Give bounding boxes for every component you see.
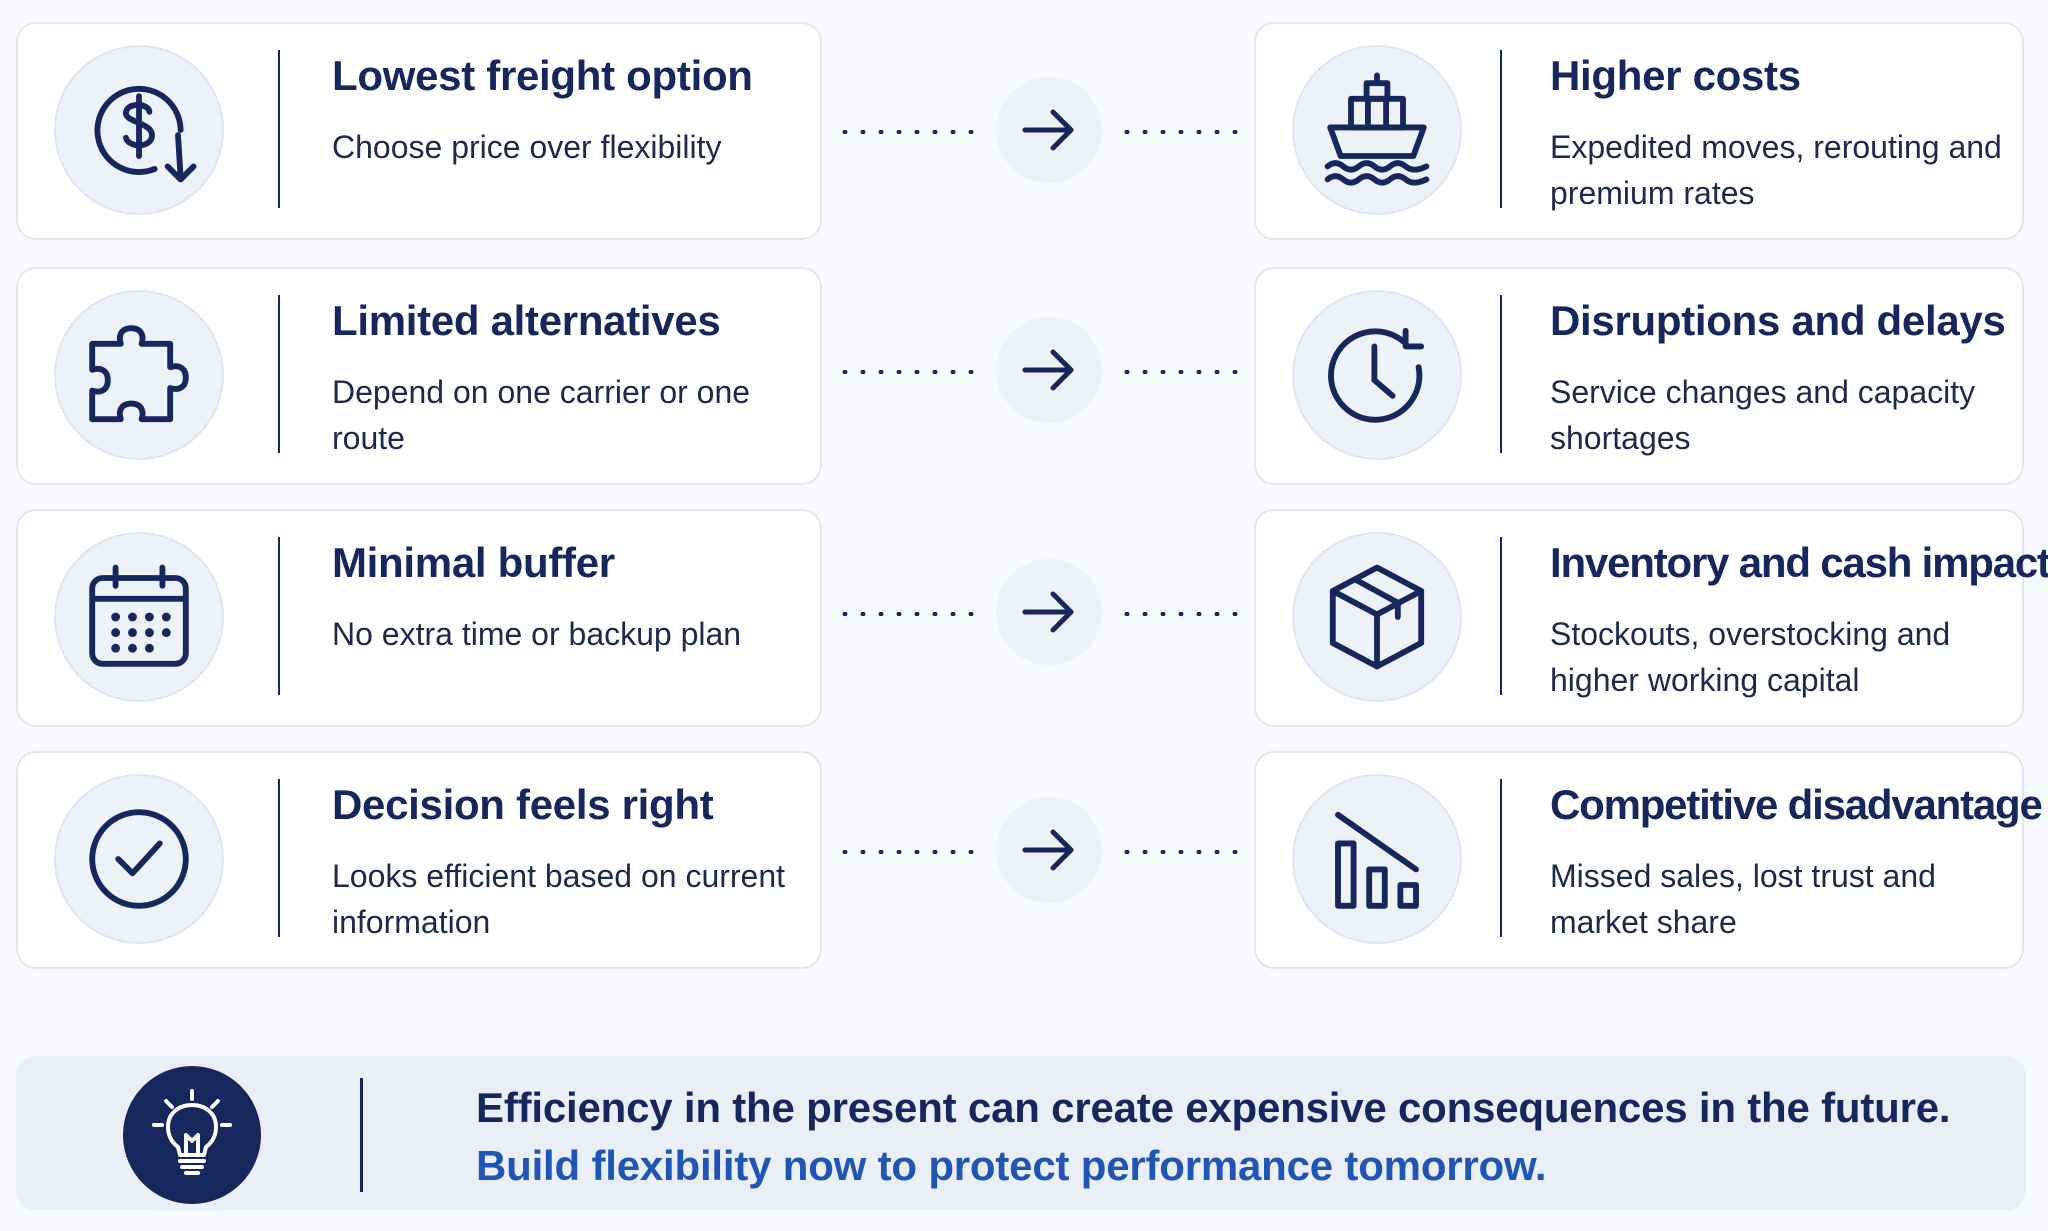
card-divider [278, 50, 280, 208]
effect-card-3: Inventory and cash impact Stockouts, ove… [1254, 509, 2048, 727]
connector-arrow-4 [836, 797, 1248, 907]
cause-card-4: Decision feels right Looks efficient bas… [16, 751, 822, 969]
cause-title: Lowest freight option [332, 52, 753, 99]
dotted-line [1118, 130, 1248, 134]
dotted-line [836, 612, 984, 616]
dollar-down-icon [54, 45, 224, 215]
arrow-right-icon [996, 797, 1102, 903]
connector-arrow-1 [836, 77, 1248, 187]
card-divider [278, 295, 280, 453]
card-divider [1500, 537, 1502, 695]
connector-arrow-2 [836, 317, 1248, 427]
dotted-line [1118, 370, 1248, 374]
connector-arrow-3 [836, 559, 1248, 669]
dotted-line [836, 850, 984, 854]
card-divider [278, 537, 280, 695]
cause-description: Choose price over flexibility [332, 129, 722, 165]
dotted-line [1118, 850, 1248, 854]
cause-description: Depend on one carrier or one route [332, 374, 751, 456]
takeaway-call-to-action: Build flexibility now to protect perform… [476, 1142, 1547, 1189]
takeaway-statement: Efficiency in the present can create exp… [476, 1084, 1951, 1131]
puzzle-piece-icon [54, 290, 224, 460]
effect-card-4: Competitive disadvantage Missed sales, l… [1254, 751, 2043, 969]
dotted-line [836, 370, 984, 374]
cause-card-2: Limited alternatives Depend on one carri… [16, 267, 822, 485]
effect-title: Competitive disadvantage [1550, 781, 2043, 828]
effect-description: Stockouts, overstocking and higher worki… [1550, 616, 1951, 698]
clock-refresh-icon [1292, 290, 1462, 460]
lightbulb-icon [123, 1066, 261, 1204]
card-divider [1500, 50, 1502, 208]
cause-title: Decision feels right [332, 781, 714, 828]
card-divider [278, 779, 280, 937]
effect-description: Service changes and capacity shortages [1550, 374, 1976, 456]
footer-divider [360, 1078, 363, 1192]
takeaway-banner: Efficiency in the present can create exp… [16, 1056, 2026, 1211]
cause-card-1: Lowest freight option Choose price over … [16, 22, 822, 240]
cause-description: No extra time or backup plan [332, 616, 742, 652]
cause-card-3: Minimal buffer No extra time or backup p… [16, 509, 822, 727]
effect-card-2: Disruptions and delays Service changes a… [1254, 267, 2024, 485]
dotted-line [836, 130, 984, 134]
dotted-line [1118, 612, 1248, 616]
arrow-right-icon [996, 317, 1102, 423]
effect-description: Expedited moves, rerouting and premium r… [1550, 129, 2002, 211]
cause-description: Looks efficient based on current informa… [332, 858, 786, 940]
effect-description: Missed sales, lost trust and market shar… [1550, 858, 1936, 940]
arrow-right-icon [996, 559, 1102, 665]
cause-title: Limited alternatives [332, 297, 721, 344]
effect-card-1: Higher costs Expedited moves, rerouting … [1254, 22, 2024, 240]
arrow-right-icon [996, 77, 1102, 183]
check-circle-icon [54, 774, 224, 944]
card-divider [1500, 779, 1502, 937]
card-divider [1500, 295, 1502, 453]
declining-bars-icon [1292, 774, 1462, 944]
effect-title: Disruptions and delays [1550, 297, 2006, 344]
effect-title: Inventory and cash impact [1550, 539, 2048, 586]
calendar-icon [54, 532, 224, 702]
cause-title: Minimal buffer [332, 539, 615, 586]
cargo-ship-icon [1292, 45, 1462, 215]
box-icon [1292, 532, 1462, 702]
effect-title: Higher costs [1550, 52, 1801, 99]
